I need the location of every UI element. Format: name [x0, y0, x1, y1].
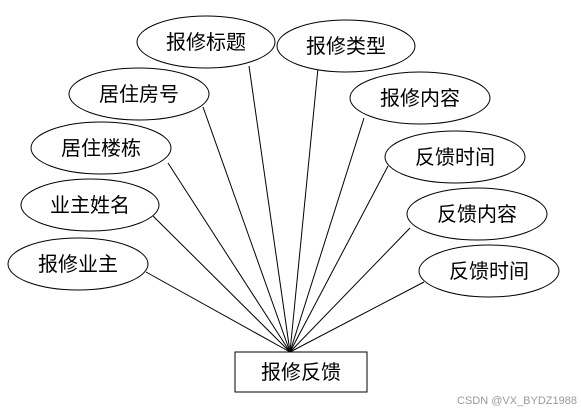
attribute-title: 报修标题 [136, 15, 276, 69]
connector-title [248, 65, 291, 353]
attribute-label: 报修标题 [166, 30, 246, 54]
connector-fb-time-2 [289, 281, 425, 353]
entity: 报修反馈 [234, 351, 368, 393]
connector-lines [145, 65, 425, 353]
attribute-label: 反馈内容 [437, 202, 517, 226]
attribute-type: 报修类型 [276, 19, 416, 73]
attribute-owner-name: 业主姓名 [20, 178, 160, 232]
connector-building [167, 162, 291, 353]
attribute-ellipse [30, 121, 172, 175]
connector-owner [145, 271, 291, 353]
attribute-label: 反馈时间 [449, 259, 529, 283]
attribute-owner: 报修业主 [7, 237, 149, 291]
attribute-label: 报修类型 [306, 34, 386, 58]
entity-label: 报修反馈 [261, 360, 341, 384]
attribute-ellipse [276, 19, 416, 73]
connector-content [289, 117, 365, 353]
connector-owner-name [152, 215, 291, 353]
attribute-ellipse [20, 178, 160, 232]
attribute-ellipse [406, 187, 548, 241]
attribute-ellipse [384, 130, 526, 184]
attribute-label: 居住楼栋 [61, 136, 141, 160]
attribute-building: 居住楼栋 [30, 121, 172, 175]
connector-fb-time-1 [289, 165, 389, 353]
attribute-room: 居住房号 [68, 67, 210, 121]
attribute-content: 报修内容 [349, 71, 491, 125]
attribute-ellipse [349, 71, 491, 125]
attribute-ellipse [7, 237, 149, 291]
attribute-label: 报修内容 [380, 86, 460, 110]
attribute-ellipse [418, 244, 560, 298]
attribute-ellipse [136, 15, 276, 69]
connector-room [202, 106, 291, 353]
attributes: 报修标题 报修类型 居住房号 报修内容 居住楼栋 反馈时间 业主姓名 反馈内容 [7, 15, 560, 298]
attribute-fb-time-2: 反馈时间 [418, 244, 560, 298]
connector-type [289, 67, 319, 353]
entity-box [234, 351, 368, 393]
attribute-fb-time-1: 反馈时间 [384, 130, 526, 184]
attribute-label: 报修业主 [38, 252, 118, 276]
attribute-ellipse [68, 67, 210, 121]
attribute-label: 反馈时间 [415, 145, 495, 169]
attribute-fb-content: 反馈内容 [406, 187, 548, 241]
connector-fb-content [289, 227, 411, 353]
attribute-label: 居住房号 [99, 82, 179, 106]
attribute-label: 业主姓名 [50, 193, 130, 217]
watermark: CSDN @VX_BYDZ1988 [457, 395, 577, 407]
